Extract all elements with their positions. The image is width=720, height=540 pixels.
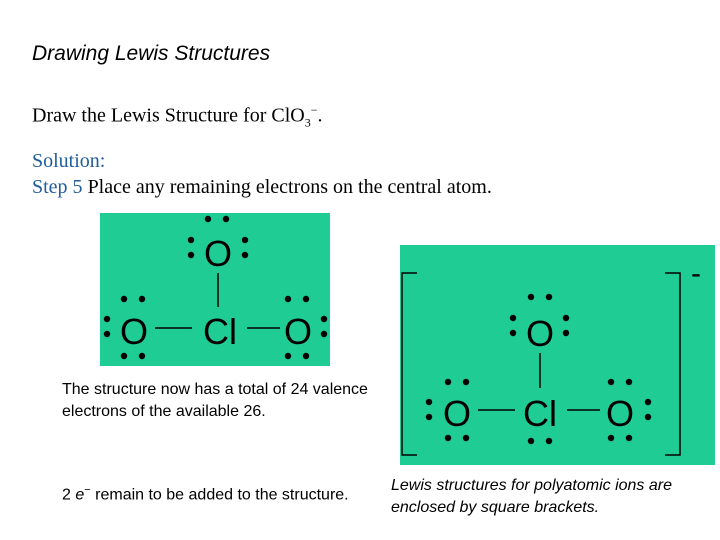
- slide-title: Drawing Lewis Structures: [32, 42, 271, 65]
- left-oxygen-lone-pairs: [103, 295, 146, 360]
- right-oxygen-lone-pairs: [607, 378, 652, 442]
- left-oxygen: O: [443, 393, 471, 434]
- lewis-structure-left: O O Cl O: [103, 215, 328, 360]
- step-text: Place any remaining electrons on the cen…: [87, 176, 492, 198]
- left-bracket: [401, 272, 417, 456]
- top-oxygen-lone-pairs: [509, 293, 570, 337]
- right-oxygen: O: [606, 393, 634, 434]
- question-suffix: .: [317, 104, 323, 127]
- step-label: Step 5: [32, 176, 83, 198]
- solution-label: Solution:: [32, 150, 106, 172]
- question-text: Draw the Lewis Structure for ClO3−.: [32, 103, 323, 131]
- lewis-structure-panel-left: O O Cl O: [100, 213, 330, 366]
- question-superscript: −: [310, 103, 318, 117]
- top-oxygen: O: [526, 313, 554, 354]
- left-oxygen: O: [120, 311, 148, 352]
- left-oxygen-lone-pairs: [425, 378, 470, 442]
- center-chlorine: Cl: [203, 311, 237, 352]
- top-oxygen: O: [204, 233, 232, 274]
- remaining-sup: −: [84, 484, 91, 496]
- remaining-e: e: [75, 486, 85, 504]
- remaining-suffix: remain to be added to the structure.: [90, 486, 349, 504]
- solution-block: Solution: Step 5 Place any remaining ele…: [32, 148, 492, 200]
- step-line: Step 5 Place any remaining electrons on …: [32, 174, 492, 200]
- center-chlorine: Cl: [523, 393, 557, 434]
- top-oxygen-lone-pairs: [187, 215, 249, 259]
- remaining-note: 2 e− remain to be added to the structure…: [62, 479, 362, 506]
- question-prefix: Draw the Lewis Structure for ClO: [32, 104, 305, 127]
- bracket-caption: Lewis structures for polyatomic ions are…: [391, 477, 672, 516]
- right-bracket: [665, 272, 681, 456]
- right-oxygen: O: [284, 311, 312, 352]
- note-box: [55, 368, 385, 528]
- lewis-structure-panel-right: - O O Cl O: [400, 245, 715, 465]
- chlorine-lone-pair: [527, 437, 553, 445]
- right-oxygen-lone-pairs: [284, 295, 328, 360]
- valence-note: The structure now has a total of 24 vale…: [62, 381, 368, 420]
- lewis-structure-right: - O O Cl O: [401, 257, 701, 456]
- question-subscript: 3: [304, 115, 311, 130]
- ion-charge: -: [691, 257, 701, 290]
- remaining-prefix: 2: [62, 486, 76, 504]
